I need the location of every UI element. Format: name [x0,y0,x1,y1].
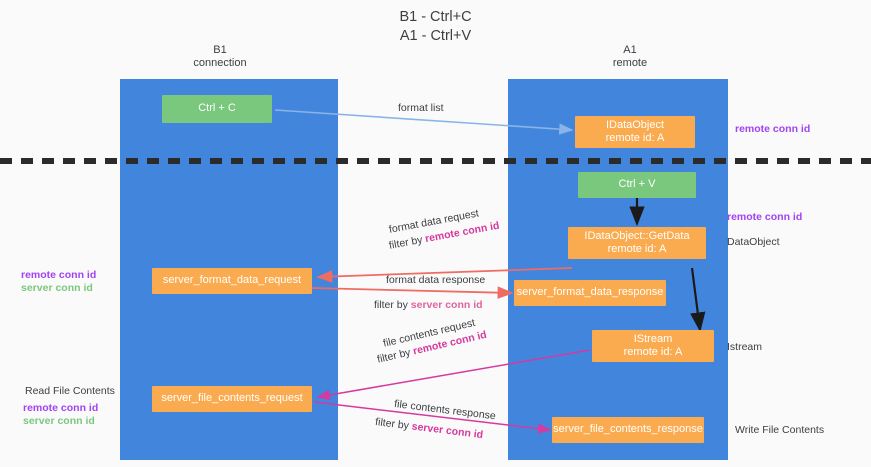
column-header-a1-sub: remote [612,57,648,69]
box-register-idataobject-line2: remote id: A [605,132,665,144]
column-header-b1: B1 connection [140,44,300,70]
box-server-file-contents-response[interactable]: server_file_contents_response [552,417,704,443]
column-header-b1-sub: connection [193,57,247,69]
box-ctrl-v-label: Ctrl + V [618,178,656,191]
connector-format-data-response [311,286,514,299]
label-format-data-response-filter-prefix: filter by [374,299,411,311]
box-istream-line1: IStream [633,332,673,345]
label-format-data-response-filter: filter by server conn id [374,299,483,312]
box-server-format-data-response-label: server_format_data_response [516,286,664,299]
box-idataobject-getdata-line1: IDataObject::GetData [584,229,690,242]
box-ctrl-c[interactable]: Ctrl + C [162,95,272,123]
label-format-data-response-filter-key: server conn id [410,299,483,311]
box-server-format-data-request-label: server_format_data_request [162,274,302,287]
column-header-b1-name: B1 [213,44,227,56]
box-server-file-contents-request-label: server_file_contents_request [161,392,303,405]
box-ctrl-v[interactable]: Ctrl + V [578,172,696,198]
box-server-format-data-request[interactable]: server_format_data_request [152,268,312,294]
side-label-remote-conn-id-top: remote conn id [735,123,811,135]
label-file-contents-response-filter-prefix: filter by [374,416,413,433]
box-register-idataobject-line1: IDataObject [605,118,665,131]
side-label-write-file-contents: Write File Contents [735,424,825,436]
label-format-data-response: format data response [386,274,486,286]
side-label-left-remote-conn-id-bottom: remote conn id [23,402,99,414]
box-ctrl-c-label: Ctrl + C [198,102,236,115]
label-file-contents-request-filter-prefix: filter by [376,345,415,366]
label-file-contents-response-filter-key: server conn id [411,420,484,442]
side-label-left-server-conn-id-bottom: server conn id [23,415,95,427]
box-idataobject-getdata[interactable]: IDataObject::GetData remote id: A [568,227,706,259]
side-label-read-file-contents: Read File Contents [25,385,115,397]
box-istream-line2: remote id: A [623,346,683,358]
side-label-left-remote-conn-id-mid: remote conn id [21,269,97,281]
box-server-file-contents-request[interactable]: server_file_contents_request [152,386,312,412]
box-istream[interactable]: IStream remote id: A [592,330,714,362]
page-title: B1 - Ctrl+C A1 - Ctrl+V [0,8,871,46]
side-label-remote-conn-id-mid: remote conn id [727,211,803,223]
box-server-format-data-response[interactable]: server_format_data_response [514,280,666,306]
box-idataobject-getdata-line2: remote id: A [607,243,667,255]
box-server-file-contents-response-label: server_file_contents_response [553,423,703,436]
column-header-a1-name: A1 [623,44,637,56]
box-register-idataobject[interactable]: IDataObject remote id: A [575,116,695,148]
page-title-line1: B1 - Ctrl+C [399,9,472,25]
side-label-istream: Istream [727,341,763,353]
side-label-left-server-conn-id-mid: server conn id [21,282,93,294]
page-title-line2: A1 - Ctrl+V [399,28,472,44]
label-format-list: format list [398,102,444,114]
side-label-dataobject: DataObject [727,236,780,248]
column-header-a1: A1 remote [535,44,725,70]
